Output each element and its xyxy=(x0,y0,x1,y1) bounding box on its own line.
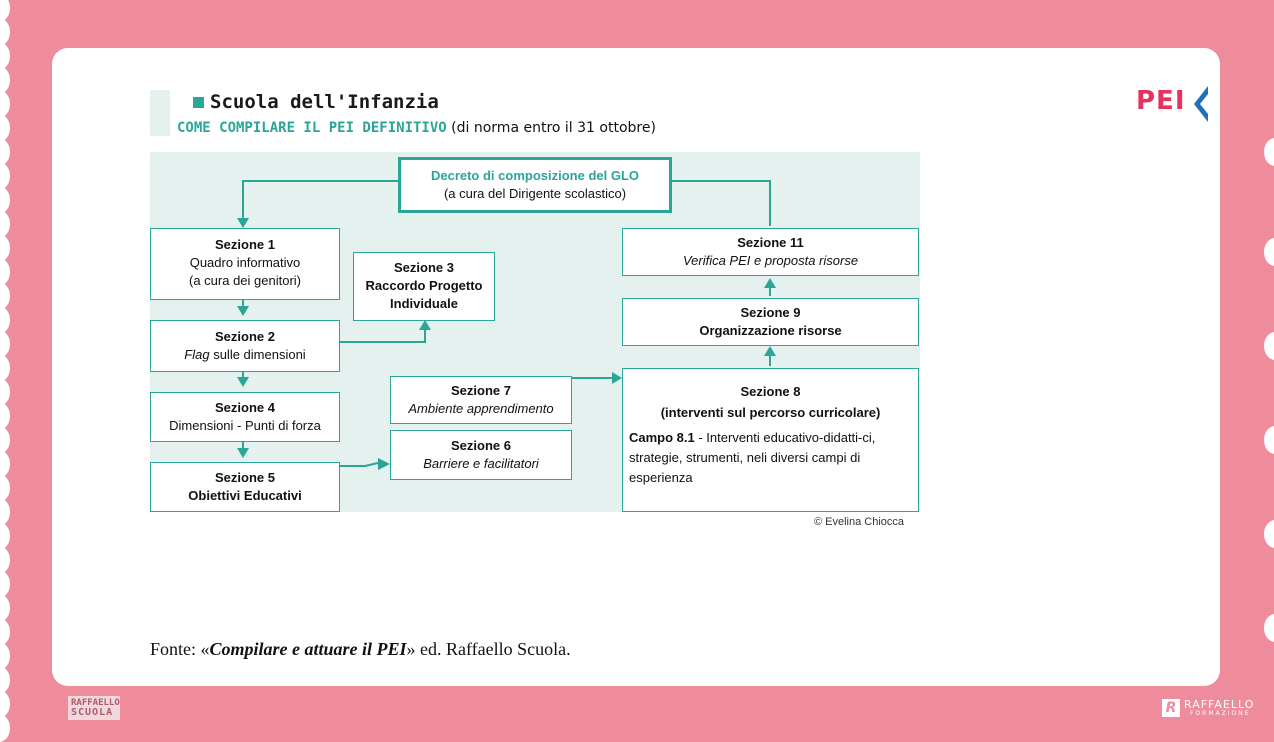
scallop-shape xyxy=(0,546,10,574)
scallop-shape xyxy=(0,642,10,670)
section-3-title: Sezione 3 xyxy=(394,260,454,275)
section-7-title: Sezione 7 xyxy=(451,383,511,398)
glo-decree-box: Decreto di composizione del GLO (a cura … xyxy=(398,157,672,213)
scallop-shape xyxy=(0,522,10,550)
glo-decree-title: Decreto di composizione del GLO xyxy=(430,168,640,183)
diagram-credit: © Evelina Chiocca xyxy=(814,516,905,528)
source-suffix: » ed. Raffaello Scuola. xyxy=(406,639,571,659)
scallop-shape xyxy=(0,450,10,478)
footer-left-line2: SCUOLA xyxy=(71,707,114,718)
footer-right-logo: RAFFAELLO xyxy=(1184,698,1255,711)
footer-left-line1: RAFFAELLO xyxy=(71,698,120,708)
source-title: Compilare e attuare il PEI xyxy=(209,639,407,659)
section-3-line1: Raccordo Progetto xyxy=(365,278,483,293)
section-8-campo-text: - Interventi educativo-didatti-ci, strat… xyxy=(629,430,876,485)
scallop-shape xyxy=(0,570,10,598)
section-4-box: Sezione 4 Dimensioni - Punti di forza xyxy=(150,392,340,442)
raffaello-scuola-logo: RAFFAELLO SCUOLA xyxy=(68,696,120,720)
scallop-shape xyxy=(1264,138,1274,166)
section-9-line1: Organizzazione risorse xyxy=(699,323,842,338)
section-8-box: Sezione 8 (interventi sul percorso curri… xyxy=(622,368,919,512)
section-2-rest: sulle dimensioni xyxy=(209,347,306,362)
scallop-shape xyxy=(0,306,10,334)
scallop-shape xyxy=(1264,332,1274,360)
section-8-title: Sezione 8 xyxy=(740,384,801,399)
scallop-shape xyxy=(0,666,10,694)
section-1-line1: Quadro informativo xyxy=(189,255,301,270)
scallop-shape xyxy=(0,402,10,430)
scallop-shape xyxy=(0,690,10,718)
section-8-line1: (interventi sul percorso curricolare) xyxy=(660,405,881,420)
scallop-shape xyxy=(0,138,10,166)
scallop-shape xyxy=(0,162,10,190)
raffaello-r-icon: R xyxy=(1162,699,1180,717)
scallop-shape xyxy=(0,186,10,214)
section-11-title: Sezione 11 xyxy=(737,235,804,250)
scallop-shape xyxy=(0,234,10,262)
section-5-box: Sezione 5 Obiettivi Educativi xyxy=(150,462,340,512)
scallop-shape xyxy=(0,42,10,70)
scallop-shape xyxy=(0,282,10,310)
scallop-shape xyxy=(0,498,10,526)
page-title: Scuola dell'Infanzia xyxy=(210,91,439,113)
subtitle-note: (di norma entro il 31 ottobre) xyxy=(451,120,656,136)
section-4-title: Sezione 4 xyxy=(215,400,275,415)
section-1-line2: (a cura dei genitori) xyxy=(189,273,301,288)
section-6-line1: Barriere e facilitatori xyxy=(423,456,539,471)
scallop-shape xyxy=(0,258,10,286)
scallop-shape xyxy=(0,66,10,94)
section-9-title: Sezione 9 xyxy=(740,305,801,320)
scallop-shape xyxy=(0,594,10,622)
source-prefix: Fonte: « xyxy=(150,639,210,659)
section-2-flag-word: Flag xyxy=(184,347,210,362)
scallop-shape xyxy=(0,618,10,646)
scallop-shape xyxy=(0,426,10,454)
section-7-line1: Ambiente apprendimento xyxy=(408,401,554,416)
scallop-shape xyxy=(0,378,10,406)
title-bullet-icon xyxy=(193,97,204,108)
page-subtitle: COME COMPILARE IL PEI DEFINITIVO (di nor… xyxy=(177,120,656,136)
section-3-box: Sezione 3 Raccordo Progetto Individuale xyxy=(353,252,495,321)
scallop-shape xyxy=(0,714,10,742)
section-9-box: Sezione 9 Organizzazione risorse xyxy=(622,298,919,346)
section-1-box: Sezione 1 Quadro informativo (a cura dei… xyxy=(150,228,340,300)
scallop-shape xyxy=(0,90,10,118)
scallop-shape xyxy=(0,114,10,142)
pei-logo: PEI xyxy=(1136,86,1186,116)
scallop-shape xyxy=(1264,520,1274,548)
scallop-shape xyxy=(0,210,10,238)
section-8-campo: Campo 8.1 - Interventi educativo-didatti… xyxy=(623,422,918,488)
section-11-line1: Verifica PEI e proposta risorse xyxy=(682,253,859,268)
section-2-title: Sezione 2 xyxy=(215,329,275,344)
section-2-line1: Flag sulle dimensioni xyxy=(151,346,339,364)
scallop-shape xyxy=(0,0,10,22)
section-7-box: Sezione 7 Ambiente apprendimento xyxy=(390,376,572,424)
glo-decree-sub: (a cura del Dirigente scolastico) xyxy=(443,186,627,201)
section-2-box: Sezione 2 Flag sulle dimensioni xyxy=(150,320,340,372)
section-6-title: Sezione 6 xyxy=(451,438,511,453)
section-4-line1: Dimensioni - Punti di forza xyxy=(169,418,321,433)
section-5-title: Sezione 5 xyxy=(215,470,275,485)
section-6-box: Sezione 6 Barriere e facilitatori xyxy=(390,430,572,480)
scallop-shape xyxy=(0,474,10,502)
scallop-shape xyxy=(0,330,10,358)
scallop-shape xyxy=(1264,426,1274,454)
section-8-campo-label: Campo 8.1 xyxy=(629,430,695,445)
scallop-shape xyxy=(1264,238,1274,266)
section-1-title: Sezione 1 xyxy=(215,237,275,252)
scallop-shape xyxy=(0,18,10,46)
title-accent-bar xyxy=(150,90,170,136)
source-citation: Fonte: «Compilare e attuare il PEI» ed. … xyxy=(150,639,571,660)
pei-logo-chevron-icon xyxy=(1194,86,1208,122)
footer-right-sub: FORMAZIONE xyxy=(1190,710,1251,717)
subtitle-main: COME COMPILARE IL PEI DEFINITIVO xyxy=(177,120,447,136)
scallop-shape xyxy=(0,354,10,382)
scallop-shape xyxy=(1264,614,1274,642)
section-5-line1: Obiettivi Educativi xyxy=(188,488,302,503)
section-3-line2: Individuale xyxy=(390,296,458,311)
section-11-box: Sezione 11 Verifica PEI e proposta risor… xyxy=(622,228,919,276)
